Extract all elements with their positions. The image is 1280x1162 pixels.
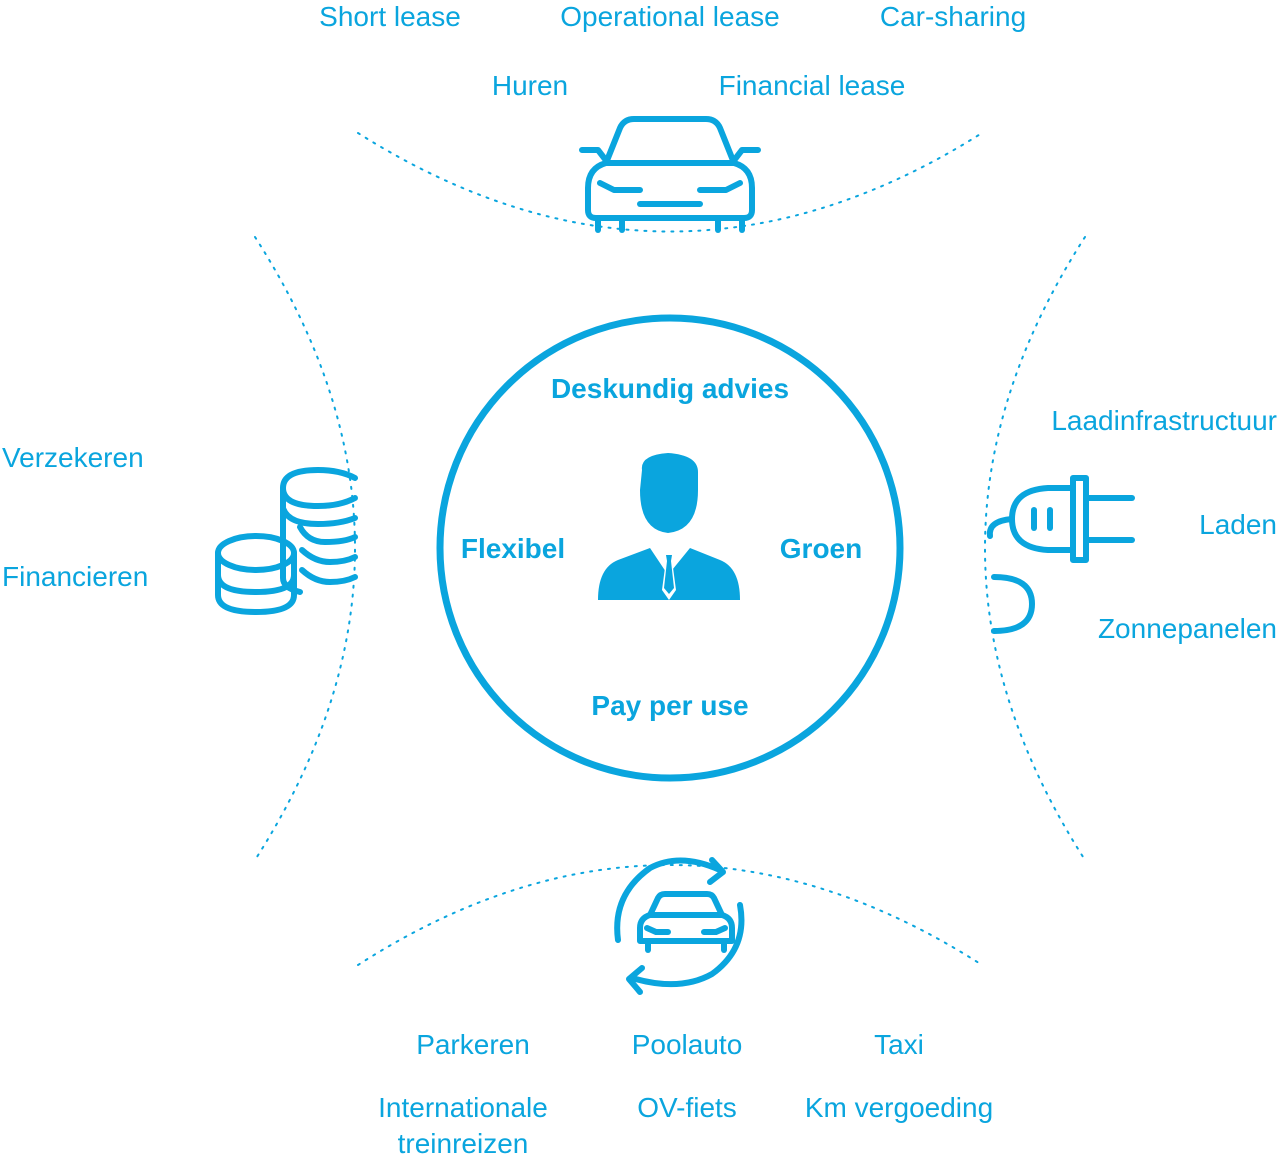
car-icon — [579, 116, 761, 233]
coins-icon — [215, 466, 358, 616]
right-item: Laden — [1199, 509, 1277, 540]
top-item: Operational lease — [560, 1, 780, 32]
center-label-bottom: Pay per use — [591, 690, 749, 721]
top-item: Short lease — [319, 1, 461, 32]
top-item: Huren — [491, 70, 569, 101]
bottom-item: Km vergoeding — [804, 1092, 994, 1123]
bottom-item: OV-fiets — [637, 1092, 737, 1123]
center-label-top: Deskundig advies — [550, 373, 790, 404]
right-item: Zonnepanelen — [1097, 613, 1277, 644]
car-sharing-cycle-icon — [614, 857, 745, 995]
dotted-arcs — [254, 132, 1086, 966]
top-item: Financial lease — [718, 70, 906, 101]
plug-icon — [986, 475, 1135, 634]
top-arc — [357, 132, 983, 233]
bottom-item: Parkeren — [416, 1029, 530, 1060]
bottom-item: Taxi — [874, 1029, 924, 1060]
center-label-right: Groen — [779, 533, 863, 564]
bottom-arc — [357, 864, 983, 966]
left-arc — [254, 236, 356, 861]
right-item: Laadinfrastructuur — [1051, 405, 1277, 436]
center-label-left: Flexibel — [460, 533, 566, 564]
left-item: Verzekeren — [2, 442, 144, 473]
center-circle — [436, 314, 904, 782]
right-arc — [984, 236, 1086, 861]
top-item: Car-sharing — [879, 1, 1027, 32]
bottom-item: Poolauto — [631, 1029, 743, 1060]
left-item: Financieren — [2, 561, 149, 592]
bottom-item: Internationale treinreizen — [378, 1092, 548, 1159]
person-icon — [598, 453, 740, 600]
